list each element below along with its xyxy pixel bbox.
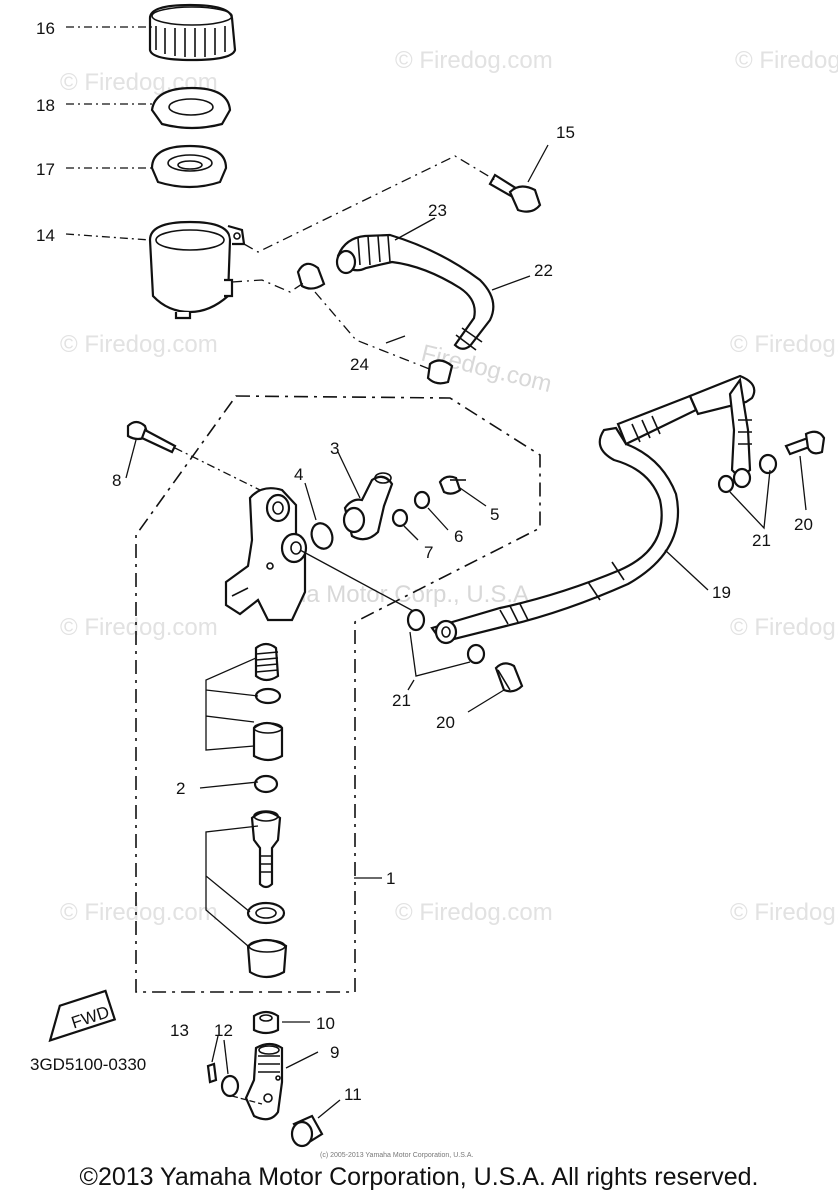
callout-18: 18 xyxy=(36,96,55,115)
master-cylinder-body xyxy=(224,487,308,622)
cup xyxy=(252,721,284,762)
clevis xyxy=(244,1042,284,1121)
callout-1: 1 xyxy=(386,869,395,888)
callout-21: 21 xyxy=(752,531,771,550)
leader xyxy=(459,487,487,507)
callout-15: 15 xyxy=(556,123,575,142)
screw xyxy=(438,475,466,495)
part-code: 3GD5100-0330 xyxy=(30,1055,146,1074)
washer xyxy=(391,508,409,528)
copper-washer xyxy=(406,608,426,632)
watermark: © Firedog.com xyxy=(730,614,838,641)
callout-5: 5 xyxy=(490,505,499,524)
assembly-outline xyxy=(135,395,541,993)
spring-seat xyxy=(254,687,282,705)
callout-23: 23 xyxy=(428,201,447,220)
callout-13: 13 xyxy=(170,1021,189,1040)
callout-12: 12 xyxy=(214,1021,233,1040)
callout-24: 24 xyxy=(350,355,369,374)
watermark: © Firedog.com xyxy=(730,899,838,926)
piston-spring xyxy=(254,642,280,682)
o-ring xyxy=(310,522,334,550)
callout-7: 7 xyxy=(424,543,433,562)
watermark: © Firedog.com xyxy=(730,331,838,358)
leader-lines xyxy=(407,455,807,713)
hose-joint xyxy=(337,451,394,541)
fine-print: (c) 2005-2013 Yamaha Motor Corporation, … xyxy=(320,1152,473,1159)
reservoir-hose xyxy=(335,233,495,351)
callout-9: 9 xyxy=(330,1043,339,1062)
leader xyxy=(427,507,449,531)
leader-lines xyxy=(199,657,382,947)
fwd-arrow: FWD xyxy=(48,989,117,1043)
leader xyxy=(285,1051,319,1069)
washer xyxy=(220,1074,240,1098)
callout-14: 14 xyxy=(36,226,55,245)
callout-4: 4 xyxy=(294,465,303,484)
callout-labels: 16 18 17 14 15 23 22 24 8 3 4 5 6 7 19 2… xyxy=(36,19,813,1104)
watermark: © Firedog.com xyxy=(60,331,218,358)
callout-8: 8 xyxy=(112,471,121,490)
diaphragm-holder xyxy=(150,144,228,189)
callout-6: 6 xyxy=(454,527,463,546)
callout-20: 20 xyxy=(436,713,455,732)
leader xyxy=(299,549,416,613)
bolt xyxy=(125,420,261,491)
spring-washer xyxy=(413,490,431,510)
callout-20: 20 xyxy=(794,515,813,534)
callout-17: 17 xyxy=(36,160,55,179)
leader-lines xyxy=(211,1035,341,1119)
circlip xyxy=(246,901,286,925)
reservoir-tank xyxy=(148,220,246,320)
callout-16: 16 xyxy=(36,19,55,38)
callout-11: 11 xyxy=(344,1085,362,1104)
reservoir-cap xyxy=(148,3,237,62)
copper-washer xyxy=(466,643,486,665)
callout-19: 19 xyxy=(712,583,731,602)
callout-10: 10 xyxy=(316,1014,335,1033)
leader xyxy=(403,525,419,541)
callout-3: 3 xyxy=(330,439,339,458)
hose-clamp xyxy=(296,262,454,385)
watermark: © Firedog.com xyxy=(60,899,218,926)
union-bolt xyxy=(494,662,524,693)
callout-2: 2 xyxy=(176,779,185,798)
brake-hose xyxy=(430,374,756,645)
callout-22: 22 xyxy=(534,261,553,280)
boot xyxy=(246,938,288,979)
leader xyxy=(304,482,317,521)
pin xyxy=(290,1114,324,1148)
diaphragm xyxy=(150,86,232,130)
watermark: © Firedog.com xyxy=(395,899,553,926)
watermark: © Firedog.com xyxy=(735,47,838,74)
copper-washer xyxy=(717,474,735,494)
cotter-pin xyxy=(206,1062,218,1084)
copyright-notice: ©2013 Yamaha Motor Corporation, U.S.A. A… xyxy=(79,1163,759,1191)
screw xyxy=(488,173,542,213)
nut xyxy=(252,1010,280,1035)
union-bolt xyxy=(784,430,826,456)
piston xyxy=(250,810,282,889)
watermark: © Firedog.com xyxy=(395,47,553,74)
leader-lines xyxy=(65,26,549,371)
callout-21: 21 xyxy=(392,691,411,710)
copper-washer xyxy=(758,453,778,475)
primary-cup xyxy=(253,774,279,794)
watermark: © Firedog.com xyxy=(60,614,218,641)
